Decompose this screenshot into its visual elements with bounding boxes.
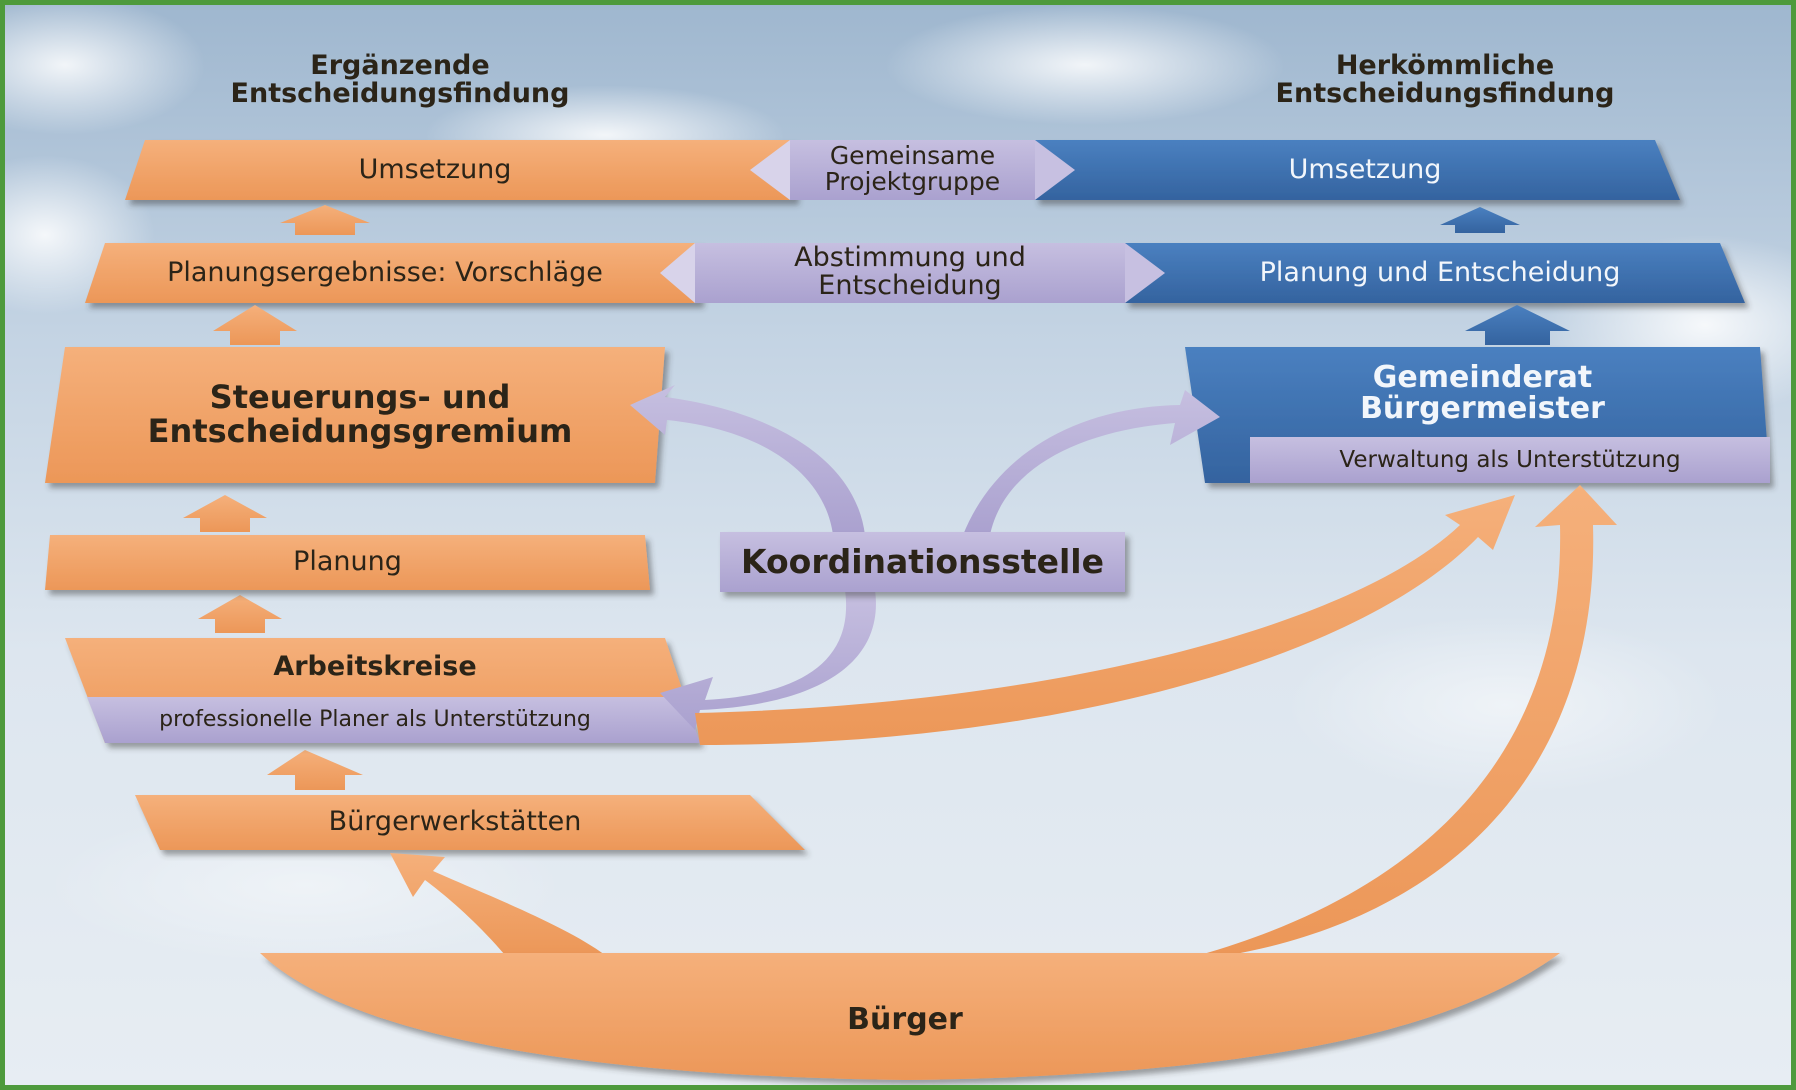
second-center-label: Abstimmung und Entscheidung	[794, 241, 1026, 301]
second-right-bar	[1125, 243, 1745, 303]
up-arrow-umsetzung	[280, 205, 370, 235]
second-left-label: Planungsergebnisse: Vorschläge	[167, 256, 603, 288]
top-center-arrow-right	[1035, 140, 1075, 200]
top-center-arrow-left	[750, 140, 790, 200]
koordination-box	[720, 532, 1125, 592]
arbeitskreise-support-label: professionelle Planer als Unterstützung	[159, 707, 591, 733]
buerger-to-council-arrow	[1200, 485, 1617, 955]
koordination-label: Koordinationsstelle	[741, 541, 1104, 581]
planung-label: Planung	[293, 546, 402, 578]
arbeitskreise-to-council-arrow	[695, 495, 1515, 745]
buerger-label: Bürger	[847, 1002, 963, 1038]
werkstaetten-label: Bürgerwerkstätten	[328, 806, 582, 838]
top-center-label: Gemeinsame Projektgruppe	[824, 140, 1001, 196]
steuerung-box	[45, 347, 665, 483]
top-left-label: Umsetzung	[358, 153, 512, 185]
second-right-label: Planung und Entscheidung	[1259, 256, 1621, 288]
planung-box	[45, 535, 650, 590]
top-right-label: Umsetzung	[1288, 153, 1442, 185]
diagram-shapes	[5, 5, 1791, 1080]
up-arrow-right-umsetzung	[1440, 207, 1520, 233]
werkstaetten-box	[135, 795, 805, 850]
buerger-to-werkstaetten-arrow	[390, 853, 605, 955]
top-center-box	[790, 140, 1035, 200]
up-arrow-planung	[198, 595, 282, 633]
up-arrow-right-planung	[1465, 305, 1570, 345]
council-support-label: Verwaltung als Unterstützung	[1339, 446, 1681, 473]
right-column-heading: Herkömmliche Entscheidungsfindung	[1275, 49, 1615, 109]
koordination-curve-right	[963, 390, 1220, 535]
arbeitskreise-title: Arbeitskreise	[273, 651, 477, 683]
koordination-curve-left-lower	[660, 590, 876, 730]
koordination-curve-left-upper	[630, 385, 865, 535]
up-arrow-arbeitskreise	[267, 750, 363, 790]
second-center-arrow-left	[660, 243, 695, 303]
arbeitskreise-support-box	[87, 697, 700, 743]
second-center-arrow-right	[1125, 243, 1165, 303]
top-left-bar	[125, 140, 795, 200]
council-support-box	[1250, 437, 1770, 483]
up-arrow-steuerung	[183, 495, 267, 532]
second-left-bar	[85, 243, 700, 303]
left-column-heading: Ergänzende Entscheidungsfindung	[230, 49, 570, 109]
buerger-bowl	[260, 953, 1560, 1080]
second-center-box	[695, 243, 1125, 303]
steuerung-label: Steuerungs- und Entscheidungsgremium	[147, 378, 573, 450]
top-right-bar	[1035, 140, 1680, 200]
council-title: Gemeinderat Bürgermeister	[1360, 359, 1605, 426]
up-arrow-planungsergebnisse	[213, 305, 297, 345]
